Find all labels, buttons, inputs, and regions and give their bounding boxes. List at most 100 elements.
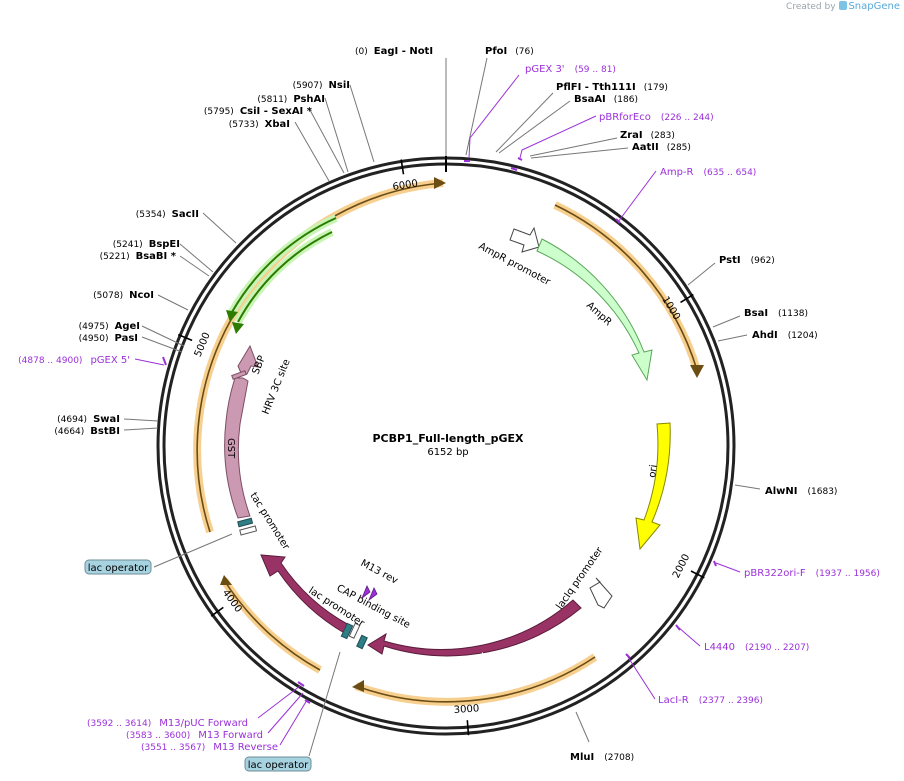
m13-rev-arrow-1[interactable]: [361, 585, 371, 600]
leader-line: [179, 243, 214, 273]
site-label[interactable]: PflFI - Tth111I(179): [556, 82, 668, 93]
tick-label: 6000: [392, 178, 419, 193]
lac-operator-badge: [244, 756, 312, 772]
pcbp1-arrowhead-outer: [226, 310, 238, 322]
pcbp1-insert-outer-line: [231, 217, 337, 313]
feature-label-ori: ori: [647, 464, 660, 478]
tick-label: 3000: [453, 703, 479, 716]
site-label[interactable]: BsaI(1138): [744, 308, 808, 319]
laciq-promoter-arrow[interactable]: [589, 577, 613, 609]
primer-leader: [134, 358, 165, 366]
pcbp1-insert[interactable]: [226, 214, 338, 334]
cap-site-box[interactable]: [340, 622, 354, 640]
primer-leader: [468, 74, 520, 159]
lac-promoter-box[interactable]: [348, 622, 361, 639]
site-label[interactable]: (5795)CsiI - SexAI *: [204, 106, 313, 117]
lac-operator-box[interactable]: [356, 634, 368, 650]
site-label[interactable]: (0)EagI - NotI: [355, 46, 433, 57]
orf-track-laci: [354, 653, 598, 706]
primer-label[interactable]: (3592 .. 3614)M13/pUC Forward: [87, 718, 248, 729]
leader-line: [465, 57, 488, 156]
site-label[interactable]: MluI(2708): [570, 752, 634, 763]
ampr-promoter-arrow[interactable]: [509, 226, 540, 253]
tac-lac-operator-box[interactable]: [237, 517, 254, 528]
site-label[interactable]: (5907)NsiI: [293, 80, 350, 91]
primer-mark: [304, 699, 311, 704]
feature-label-hrv: HRV 3C site: [261, 358, 293, 416]
site-label[interactable]: AhdI(1204): [752, 330, 818, 341]
primer-label[interactable]: L4440(2190 .. 2207): [704, 642, 809, 653]
primer-label[interactable]: Amp-R(635 .. 654): [660, 167, 756, 178]
leader-line: [575, 711, 590, 743]
lac-operator-callout-left[interactable]: lac operator: [84, 559, 152, 575]
leader-line: [157, 294, 189, 311]
tick-mark: [690, 570, 705, 579]
site-label[interactable]: (4664)BstBI: [54, 426, 120, 437]
primer-leader: [257, 685, 301, 719]
restriction-sites: (0)EagI - NotI PfoI(76) PflFI - Tth111I(…: [54, 46, 837, 763]
m13-rev-arrow-2[interactable]: [368, 587, 378, 602]
primer-label[interactable]: (3583 .. 3600)M13 Forward: [126, 730, 263, 741]
orf-arrowhead-laci: [352, 680, 364, 692]
primer-label[interactable]: pBR322ori-F(1937 .. 1956): [744, 568, 880, 579]
site-label[interactable]: PstI(962): [719, 255, 775, 266]
leader-line: [529, 137, 618, 157]
leader-lines: [123, 57, 761, 743]
site-label[interactable]: AlwNI(1683): [765, 486, 837, 497]
gst-arrow[interactable]: [224, 377, 251, 519]
ampr-arrow[interactable]: [536, 238, 653, 382]
site-label[interactable]: (4950)PasI: [79, 333, 138, 344]
tick-mark: [400, 159, 405, 175]
laci-arrow[interactable]: [367, 599, 582, 657]
primer-label[interactable]: (4878 .. 4900)pGEX 5': [18, 355, 130, 366]
primer-label[interactable]: LacI-R(2377 .. 2396): [658, 695, 763, 706]
orf-arrowhead-gst: [434, 177, 446, 189]
tac-promoter-box[interactable]: [239, 525, 258, 536]
lac-operator-leader-bottom: [308, 651, 341, 757]
hrv-3c-site-box[interactable]: [231, 370, 247, 380]
site-label[interactable]: AatII(285): [632, 142, 691, 153]
lac-operator-text: lac operator: [248, 760, 309, 771]
tick-mark: [680, 293, 694, 304]
orf-track-ampr-core: [554, 204, 698, 371]
snapgene-logo-icon: [839, 1, 848, 10]
tick-mark: [177, 333, 193, 342]
primer-leader: [627, 656, 656, 700]
site-label[interactable]: BsaAI(186): [574, 94, 638, 105]
site-label[interactable]: (5811)PshAI: [257, 94, 325, 105]
feature-label-m13-rev: M13 rev: [359, 558, 400, 587]
site-label[interactable]: (4975)AgeI: [79, 321, 140, 332]
site-label[interactable]: ZraI(283): [620, 130, 675, 141]
primer-label[interactable]: pBRforEco(226 .. 244): [599, 112, 714, 123]
orf-arrowhead-lacz: [220, 575, 232, 585]
tick-mark: [210, 606, 224, 617]
lacz-arrow[interactable]: [260, 554, 350, 635]
pcbp1-arrowhead-inner: [232, 322, 244, 334]
primer-mark: [713, 560, 717, 567]
primer-label[interactable]: (3551 .. 3567)M13 Reverse: [141, 742, 278, 753]
orf-arrowhead-ampr: [690, 365, 704, 378]
primer-mark: [297, 681, 305, 687]
leader-line: [495, 92, 554, 153]
tick-label: 5000: [193, 331, 213, 359]
primer-mark: [510, 167, 518, 171]
site-label[interactable]: (5733)XbaI: [229, 119, 290, 130]
primer-leader: [267, 692, 304, 734]
site-label[interactable]: (5078)NcoI: [93, 290, 154, 301]
primer-label[interactable]: pGEX 3'(59 .. 81): [525, 64, 616, 75]
site-label[interactable]: (5354)SacII: [136, 209, 199, 220]
site-label[interactable]: PfoI(76): [485, 46, 534, 57]
leader-line: [717, 334, 748, 342]
orf-track-laci-core: [355, 656, 596, 703]
site-label[interactable]: (4694)SwaI: [57, 414, 120, 425]
lac-operator-callout-bottom[interactable]: lac operator: [244, 756, 312, 772]
primer-mark: [162, 356, 167, 366]
credit-brand: SnapGene: [848, 1, 900, 12]
site-label[interactable]: (5221)BsaBI *: [100, 251, 177, 262]
ori-arrow[interactable]: [635, 422, 671, 551]
site-label[interactable]: (5241)BspEI: [113, 239, 180, 250]
primer-leader: [279, 699, 308, 746]
leader-line: [141, 325, 185, 347]
primer-leader-lines: [134, 74, 741, 746]
